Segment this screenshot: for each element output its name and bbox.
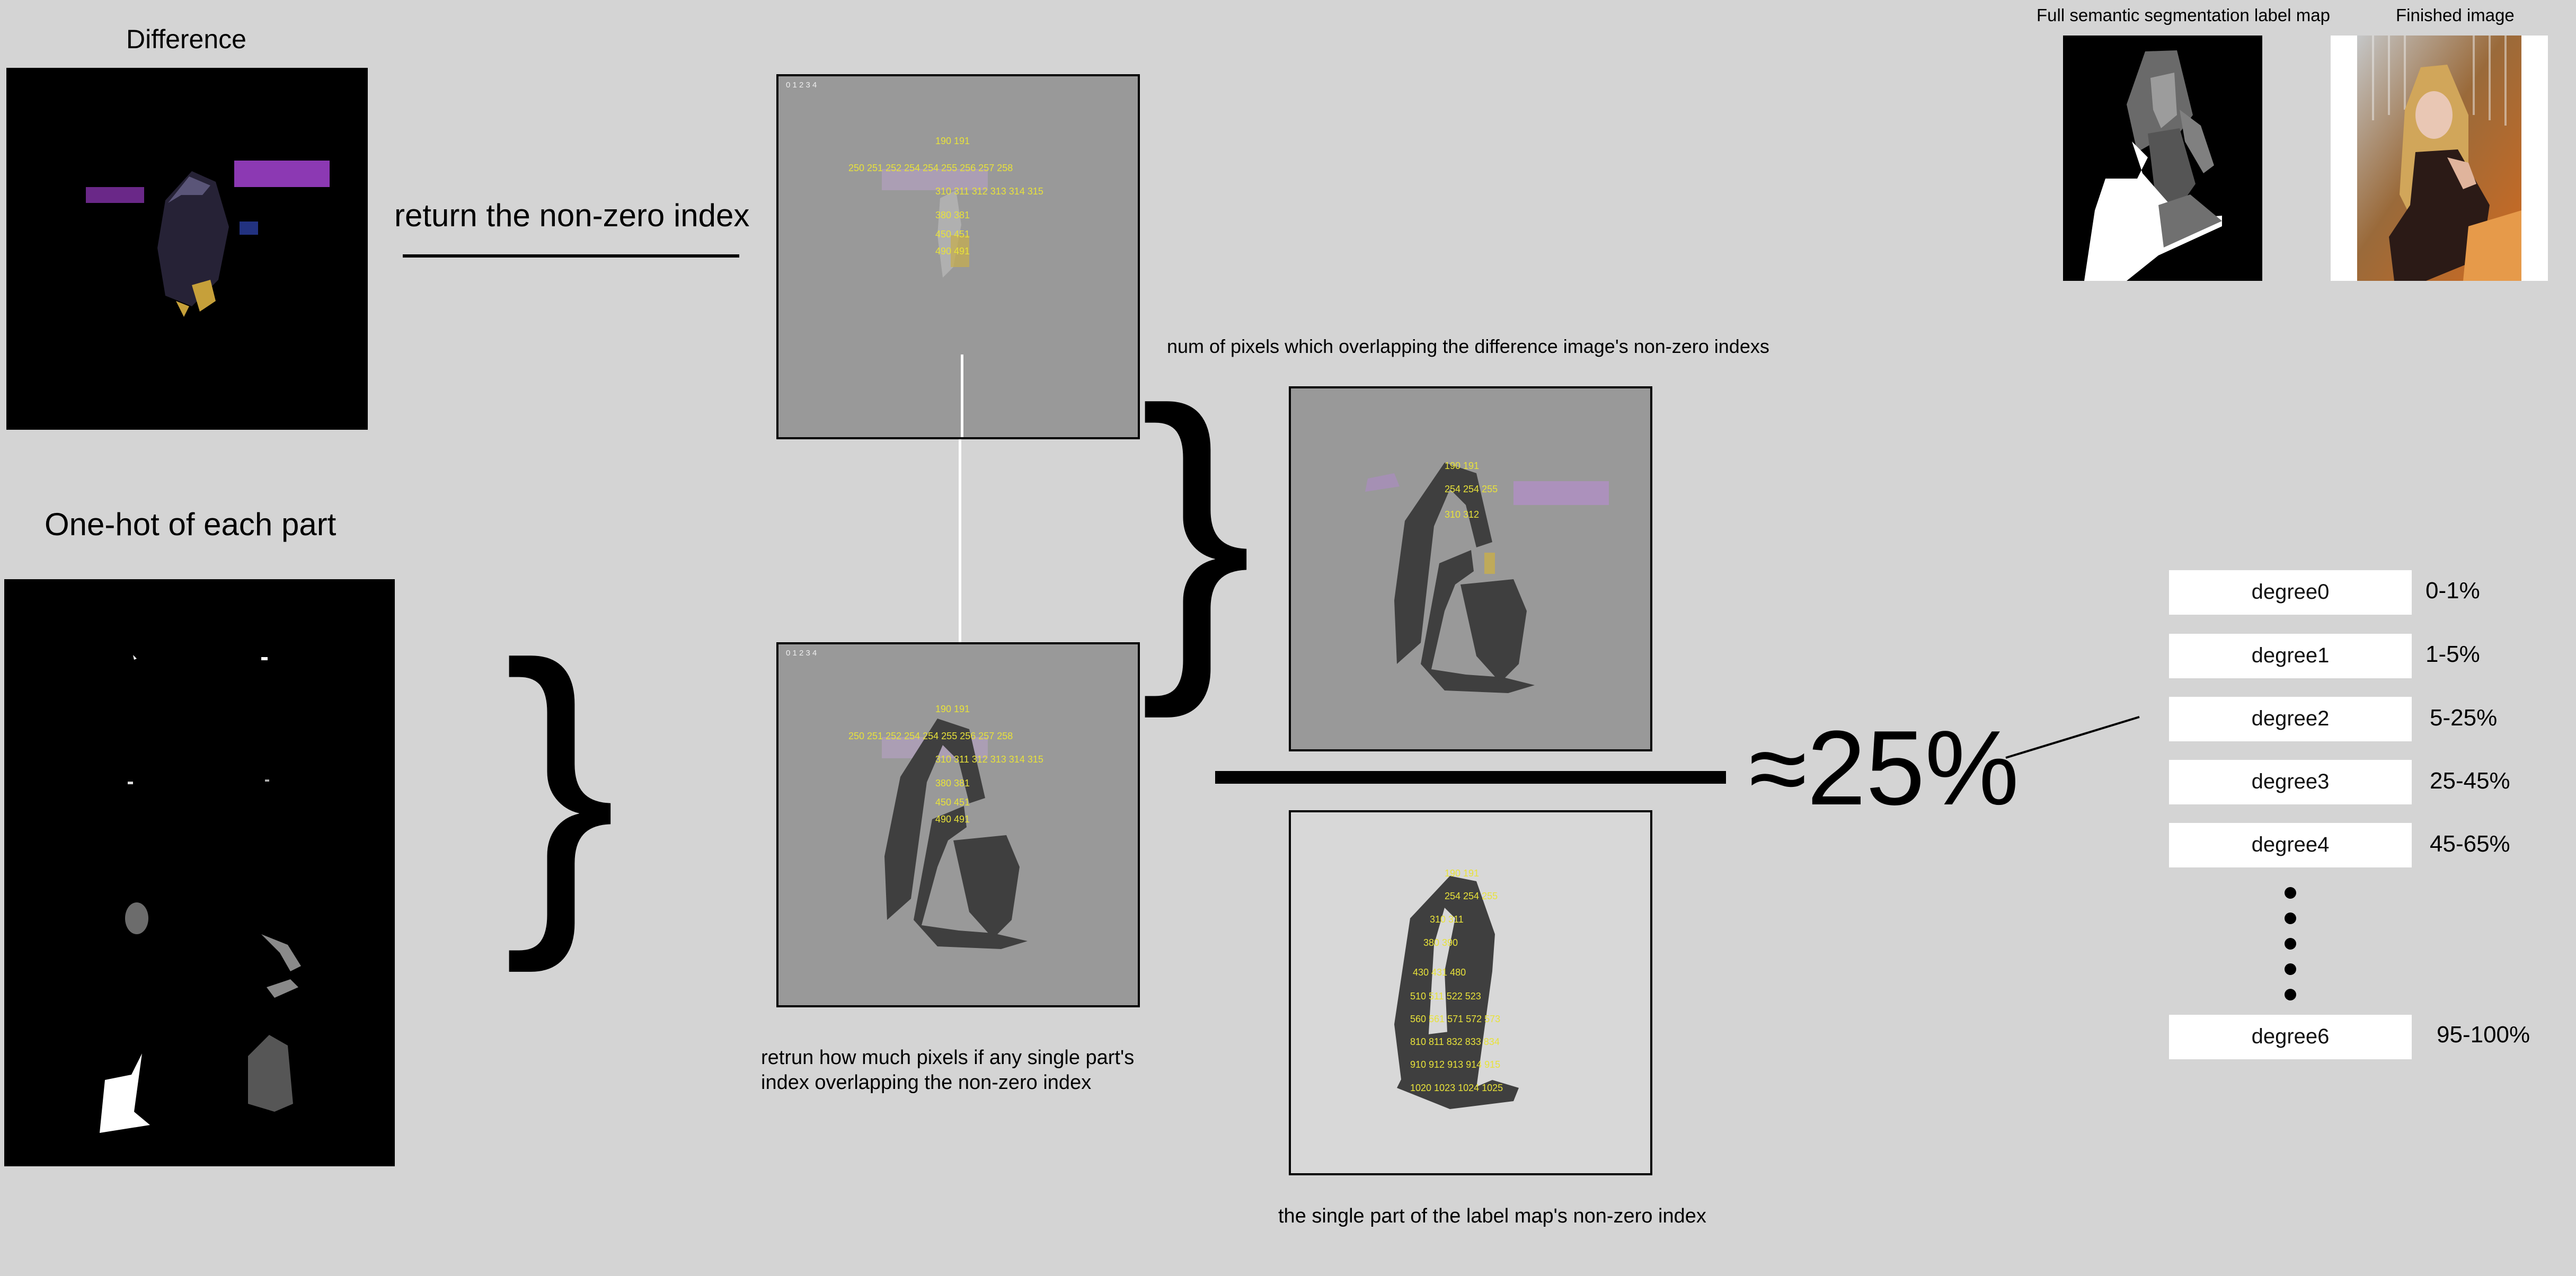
difference-label: Difference (126, 24, 246, 54)
overlap-figure (1365, 463, 1609, 693)
index-grid-figure (882, 169, 988, 437)
degree-box-0: degree0 (2169, 570, 2412, 615)
ellipsis-dot (2285, 938, 2296, 950)
part-grid-row: 190 191 (1445, 868, 1480, 879)
degree-range-3: 25-45% (2430, 768, 2510, 794)
index-grid-row: 450 451 (935, 229, 970, 240)
combined-grid-row: 490 491 (935, 814, 970, 825)
full-segmentation-map (2063, 36, 2262, 281)
index-grid-row: 380 381 (935, 210, 970, 220)
return-arrow-line (403, 254, 739, 258)
overlap-grid-row: 310 312 (1445, 509, 1480, 520)
degree-range-1: 1-5% (2425, 641, 2480, 667)
degree-box-1: degree1 (2169, 634, 2412, 678)
brace-left: } (503, 595, 617, 973)
combined-grid-row: 380 381 (935, 778, 970, 788)
part-grid-row: 560 561 571 572 573 (1410, 1014, 1501, 1024)
finished-image (2331, 36, 2548, 281)
part-grid-row: 1020 1023 1024 1025 (1410, 1083, 1503, 1093)
index-grid-row: 490 491 (935, 246, 970, 256)
part-grid-row: 310 311 (1430, 914, 1464, 925)
degree-box-4: degree4 (2169, 823, 2412, 867)
overlap-grid-row: 190 191 (1445, 460, 1480, 471)
index-grid-row: 250 251 252 254 254 255 256 257 258 (848, 163, 1013, 173)
ellipsis-dot (2285, 887, 2296, 899)
combined-grid-row: 450 451 (935, 797, 970, 808)
part-grid-row: 380 390 (1423, 937, 1458, 948)
combined-figure (882, 719, 1028, 949)
degree-range-2: 5-25% (2430, 705, 2498, 731)
part-grid-row: 910 912 913 914 915 (1410, 1059, 1501, 1070)
finished-image-label: Finished image (2396, 5, 2515, 25)
index-grid-row: 190 191 (935, 136, 970, 146)
difference-figure (86, 161, 330, 317)
overlap-description: num of pixels which overlapping the diff… (1167, 335, 1769, 357)
ellipsis-dot (2285, 912, 2296, 924)
difference-image (6, 68, 368, 430)
single-part-figure (1394, 876, 1519, 1109)
degree-range-6: 95-100% (2437, 1022, 2530, 1048)
index-grid-panel: 0 1 2 3 4 190 191 250 251 252 254 254 25… (776, 74, 1140, 439)
brace-middle: } (1139, 340, 1253, 719)
vertical-connector (959, 439, 961, 643)
degree-range-4: 45-65% (2430, 831, 2510, 857)
retrun-caption-line2: index overlapping the non-zero index (761, 1071, 1092, 1094)
single-part-panel: 190 191 254 254 255 310 311 380 390 430 … (1289, 810, 1652, 1175)
division-bar (1215, 771, 1726, 784)
overlap-panel: 190 191 254 254 255 310 312 (1289, 386, 1652, 751)
combined-grid-row: 190 191 (935, 704, 970, 714)
part-grid-row: 254 254 255 (1445, 891, 1498, 901)
part-grid-row: 430 431 480 (1413, 967, 1466, 978)
combined-grid-row: 250 251 252 254 254 255 256 257 258 (848, 731, 1013, 741)
degree-box-2: degree2 (2169, 697, 2412, 741)
combined-panel: 0 1 2 3 4 190 191 250 251 252 254 254 25… (776, 642, 1140, 1007)
pointer-line (2005, 716, 2140, 759)
index-grid-top-row: 0 1 2 3 4 (786, 81, 817, 90)
part-grid-row: 510 511 522 523 (1410, 991, 1481, 1002)
index-grid-row: 310 311 312 313 314 315 (935, 186, 1043, 197)
degree-range-0: 0-1% (2425, 578, 2480, 604)
single-part-caption: the single part of the label map's non-z… (1278, 1205, 1706, 1227)
degree-box-3: degree3 (2169, 760, 2412, 804)
full-map-label: Full semantic segmentation label map (2037, 5, 2330, 25)
retrun-caption-line1: retrun how much pixels if any single par… (761, 1047, 1135, 1069)
ellipsis-dot (2285, 989, 2296, 1000)
onehot-figure (100, 655, 301, 1133)
segmentation-figure (2084, 50, 2222, 281)
combined-top-row: 0 1 2 3 4 (786, 649, 817, 658)
approx-percentage: ≈25% (1749, 709, 2020, 827)
overlap-grid-row: 254 254 255 (1445, 484, 1498, 494)
degree-box-6: degree6 (2169, 1015, 2412, 1059)
onehot-label: One-hot of each part (45, 507, 337, 542)
finished-photo (2357, 36, 2521, 281)
combined-grid-row: 310 311 312 313 314 315 (935, 754, 1043, 765)
return-nonzero-label: return the non-zero index (394, 198, 750, 233)
ellipsis-dot (2285, 963, 2296, 975)
onehot-image (4, 579, 395, 1166)
part-grid-row: 810 811 832 833 834 (1410, 1036, 1500, 1047)
